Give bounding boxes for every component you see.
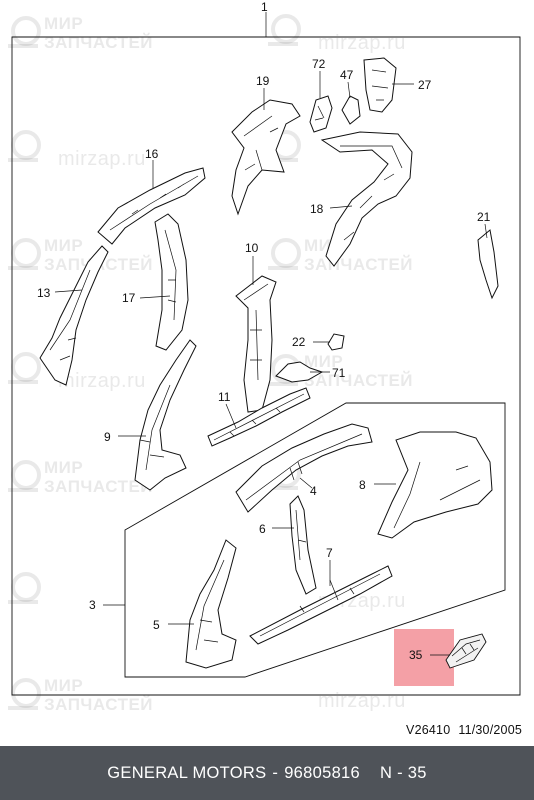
assembly-frame-3 <box>124 402 506 678</box>
part-19-detail <box>243 115 279 171</box>
callout-1: 1 <box>261 0 268 14</box>
callout-17: 17 <box>122 291 136 305</box>
part-16-detail <box>109 175 199 231</box>
part-35 <box>445 633 487 669</box>
callout-72: 72 <box>312 57 326 71</box>
callout-11: 11 <box>218 390 231 404</box>
footer-brand: GENERAL MOTORS <box>107 763 267 782</box>
part-72-detail <box>314 105 325 121</box>
callout-16: 16 <box>145 147 159 161</box>
part-13 <box>39 245 109 386</box>
part-9 <box>134 339 197 491</box>
part-4 <box>235 423 373 513</box>
part-27-detail <box>371 69 389 101</box>
footer-part-number: 96805816 <box>284 763 361 782</box>
callout-4: 4 <box>310 484 317 498</box>
part-72 <box>309 95 333 133</box>
callout-9: 9 <box>104 430 111 444</box>
part-4-detail <box>245 433 363 501</box>
part-8-detail <box>393 461 481 529</box>
part-47 <box>341 95 361 125</box>
part-10-detail <box>243 283 269 381</box>
leader-11 <box>225 403 237 429</box>
diagram-reference: V26410 <box>406 723 451 737</box>
leader-13 <box>54 289 83 293</box>
part-7 <box>249 565 393 645</box>
part-17 <box>154 213 189 351</box>
callout-5: 5 <box>153 618 160 632</box>
footer-group: N - 35 <box>380 763 427 782</box>
leader-4 <box>299 477 313 489</box>
callout-8: 8 <box>359 478 366 492</box>
assembly-frame-1 <box>11 36 521 696</box>
part-11-detail <box>213 393 305 441</box>
leader-18 <box>329 205 353 209</box>
callout-35: 35 <box>409 648 423 662</box>
part-22 <box>327 333 345 351</box>
callout-13: 13 <box>37 286 51 300</box>
part-17-detail <box>164 229 177 321</box>
part-35-detail <box>451 639 481 663</box>
callout-19: 19 <box>256 74 270 88</box>
part-7-detail <box>259 573 381 637</box>
diagram-date: 11/30/2005 <box>458 723 522 737</box>
part-35-highlight <box>394 629 454 686</box>
callout-6: 6 <box>259 522 266 536</box>
callout-7: 7 <box>326 546 333 560</box>
leader-47 <box>347 81 351 99</box>
part-19 <box>231 99 301 216</box>
callout-21: 21 <box>477 210 491 224</box>
callout-71: 71 <box>332 366 346 380</box>
part-10 <box>235 275 277 413</box>
callout-22: 22 <box>292 335 306 349</box>
callout-18: 18 <box>310 202 324 216</box>
leader-21 <box>484 223 488 239</box>
diagram-reference-line: V26410 11/30/2005 <box>406 723 522 737</box>
part-71 <box>275 361 324 383</box>
callout-47: 47 <box>340 68 354 82</box>
part-16 <box>97 167 206 245</box>
part-5-detail <box>195 559 225 651</box>
part-27 <box>363 57 397 113</box>
part-8 <box>377 431 493 539</box>
part-6 <box>289 495 317 595</box>
part-9-detail <box>139 384 171 471</box>
footer-separator: - <box>272 763 279 782</box>
footer-bar: GENERAL MOTORS - 96805816 N - 35 <box>0 746 534 800</box>
callout-3: 3 <box>89 598 96 612</box>
part-21 <box>477 229 499 300</box>
part-6-detail <box>295 509 307 561</box>
part-13-detail <box>49 269 91 361</box>
leader-17 <box>139 295 171 299</box>
part-5 <box>185 539 237 669</box>
parts-diagram: 1 3 4 5 6 7 8 9 10 11 13 16 17 18 19 21 … <box>11 0 521 696</box>
callout-10: 10 <box>245 241 259 255</box>
callout-27: 27 <box>418 78 432 92</box>
part-18 <box>320 131 413 267</box>
part-18-detail <box>340 145 403 241</box>
